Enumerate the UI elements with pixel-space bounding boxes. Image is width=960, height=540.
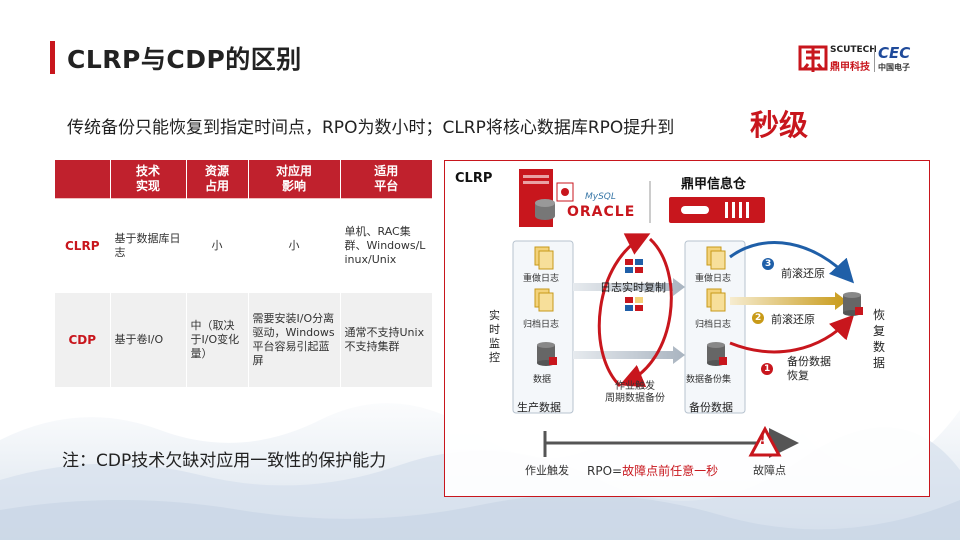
production-column xyxy=(512,240,574,414)
clrp-diagram: CLRP 鼎甲信息仓 MySQL ORACLE 重做日志 归档日志 数据 生产数… xyxy=(444,160,930,497)
archive-log-icon xyxy=(534,288,554,312)
subtitle: 传统备份只能恢复到指定时间点，RPO为数小时；CLRP将核心数据库RPO提升到 xyxy=(67,118,675,138)
oracle-label: ORACLE xyxy=(567,204,636,220)
vault-device-icon xyxy=(669,197,765,223)
cell-platform: 单机、RAC集群、Windows/Linux/Unix xyxy=(340,198,432,293)
step-3-number: 3 xyxy=(765,259,772,269)
comparison-table: 技术 实现 资源 占用 对应用 影响 适用 平台 CLRP 基于数据库日志 小 … xyxy=(55,160,432,387)
right-item-redo: 重做日志 xyxy=(695,274,732,284)
right-item-backup-set: 数据备份集 xyxy=(686,375,732,385)
warning-mark: ! xyxy=(759,430,766,448)
logo-brand: SCUTECH xyxy=(830,45,877,55)
table-row: CLRP 基于数据库日志 小 小 单机、RAC集群、Windows/Linux/… xyxy=(55,198,432,293)
cycle-arrow-left xyxy=(597,233,651,388)
restore-database-icon xyxy=(843,292,863,316)
backup-set-icon xyxy=(707,342,727,366)
step-2-circle xyxy=(752,312,764,324)
logo-separator xyxy=(874,46,875,72)
cycle-arrow-right xyxy=(619,237,673,388)
table-header-tech: 技术 实现 xyxy=(110,160,187,199)
table-header-cell xyxy=(55,160,111,199)
redo-log-icon xyxy=(706,246,726,270)
cell-resource: 中（取决于I/O变化量） xyxy=(186,293,249,387)
backup-data-label: 备份数据 xyxy=(689,401,733,414)
server-icon xyxy=(519,169,574,227)
table-header-impact: 对应用 影响 xyxy=(248,160,341,199)
table-header-row: 技术 实现 资源 占用 对应用 影响 适用 平台 xyxy=(55,160,432,199)
scutech-logo-icon xyxy=(798,45,828,72)
warning-icon xyxy=(748,425,782,457)
cell-platform: 通常不支持Unix 不支持集群 xyxy=(340,293,432,387)
row-name: CLRP xyxy=(55,198,111,293)
table-row: CDP 基于卷I/O 中（取决于I/O变化量） 需要安装I/O分离驱动，Wind… xyxy=(55,293,432,387)
diagram-graphics xyxy=(512,169,863,458)
logo-brand-cn: 鼎甲科技 xyxy=(830,62,870,73)
monitor-label: 实 时 监 控 xyxy=(489,309,500,364)
log-replication-arrow xyxy=(573,278,685,296)
step-2-label: 前滚还原 xyxy=(771,313,815,326)
job-trigger-label: 作业触发 周期数据备份 xyxy=(605,381,665,404)
diagram-label-clrp: CLRP xyxy=(455,171,493,186)
left-item-archive: 归档日志 xyxy=(523,320,560,330)
company-logo: SCUTECH 鼎甲科技 CEC 中国电子 xyxy=(798,44,928,74)
production-data-label: 生产数据 xyxy=(517,401,561,414)
left-item-redo: 重做日志 xyxy=(523,274,560,284)
vault-title: 鼎甲信息仓 xyxy=(681,177,747,192)
forward-restore-arrow-2 xyxy=(730,292,847,310)
database-icon xyxy=(537,342,557,366)
cell-tech: 基于卷I/O xyxy=(110,293,187,387)
rpo-text: RPO=故障点前任意一秒 xyxy=(587,462,718,479)
archive-log-icon xyxy=(706,288,726,312)
row-name: CDP xyxy=(55,293,111,387)
footnote: 注：CDP技术欠缺对应用一致性的保护能力 xyxy=(62,451,387,471)
step-3-label: 前滚还原 xyxy=(781,267,825,280)
step-1-number: 1 xyxy=(764,364,771,374)
step-3-circle xyxy=(762,258,774,270)
mysql-label: MySQL xyxy=(585,192,616,202)
table-header-resource: 资源 占用 xyxy=(186,160,249,199)
step-2-number: 2 xyxy=(755,313,762,323)
log-packet-icon xyxy=(625,259,643,311)
page-title: CLRP与CDP的区别 xyxy=(67,45,302,74)
cell-tech: 基于数据库日志 xyxy=(110,198,187,293)
backup-restore-arrow-1 xyxy=(729,314,855,354)
step-1-circle xyxy=(761,363,773,375)
right-item-archive: 归档日志 xyxy=(695,320,732,330)
data-backup-arrow xyxy=(573,346,685,364)
left-item-data: 数据 xyxy=(533,375,552,385)
restore-data-label: 恢 复 数 据 xyxy=(873,308,886,370)
cell-impact: 小 xyxy=(248,198,341,293)
rpo-value: 故障点前任意一秒 xyxy=(622,464,719,478)
redo-log-icon xyxy=(534,246,554,270)
step-1-label: 备份数据 恢复 xyxy=(787,355,831,382)
title-accent-bar xyxy=(50,41,55,74)
cell-impact: 需要安装I/O分离驱动，Windows平台容易引起蓝屏 xyxy=(248,293,341,387)
log-replication-label: 日志实时复制 xyxy=(600,281,666,294)
table-header-platform: 适用 平台 xyxy=(340,160,432,199)
logo-cec: CEC xyxy=(878,44,911,62)
timeline-start-label: 作业触发 xyxy=(525,464,569,477)
forward-restore-arrow-3 xyxy=(729,241,855,284)
subtitle-emphasis: 秒级 xyxy=(750,108,809,142)
timeline-end-label: 故障点 xyxy=(753,464,786,477)
cell-resource: 小 xyxy=(186,198,249,293)
rpo-prefix: RPO= xyxy=(587,464,623,478)
backup-column xyxy=(684,240,746,414)
logo-cec-cn: 中国电子 xyxy=(878,63,910,72)
